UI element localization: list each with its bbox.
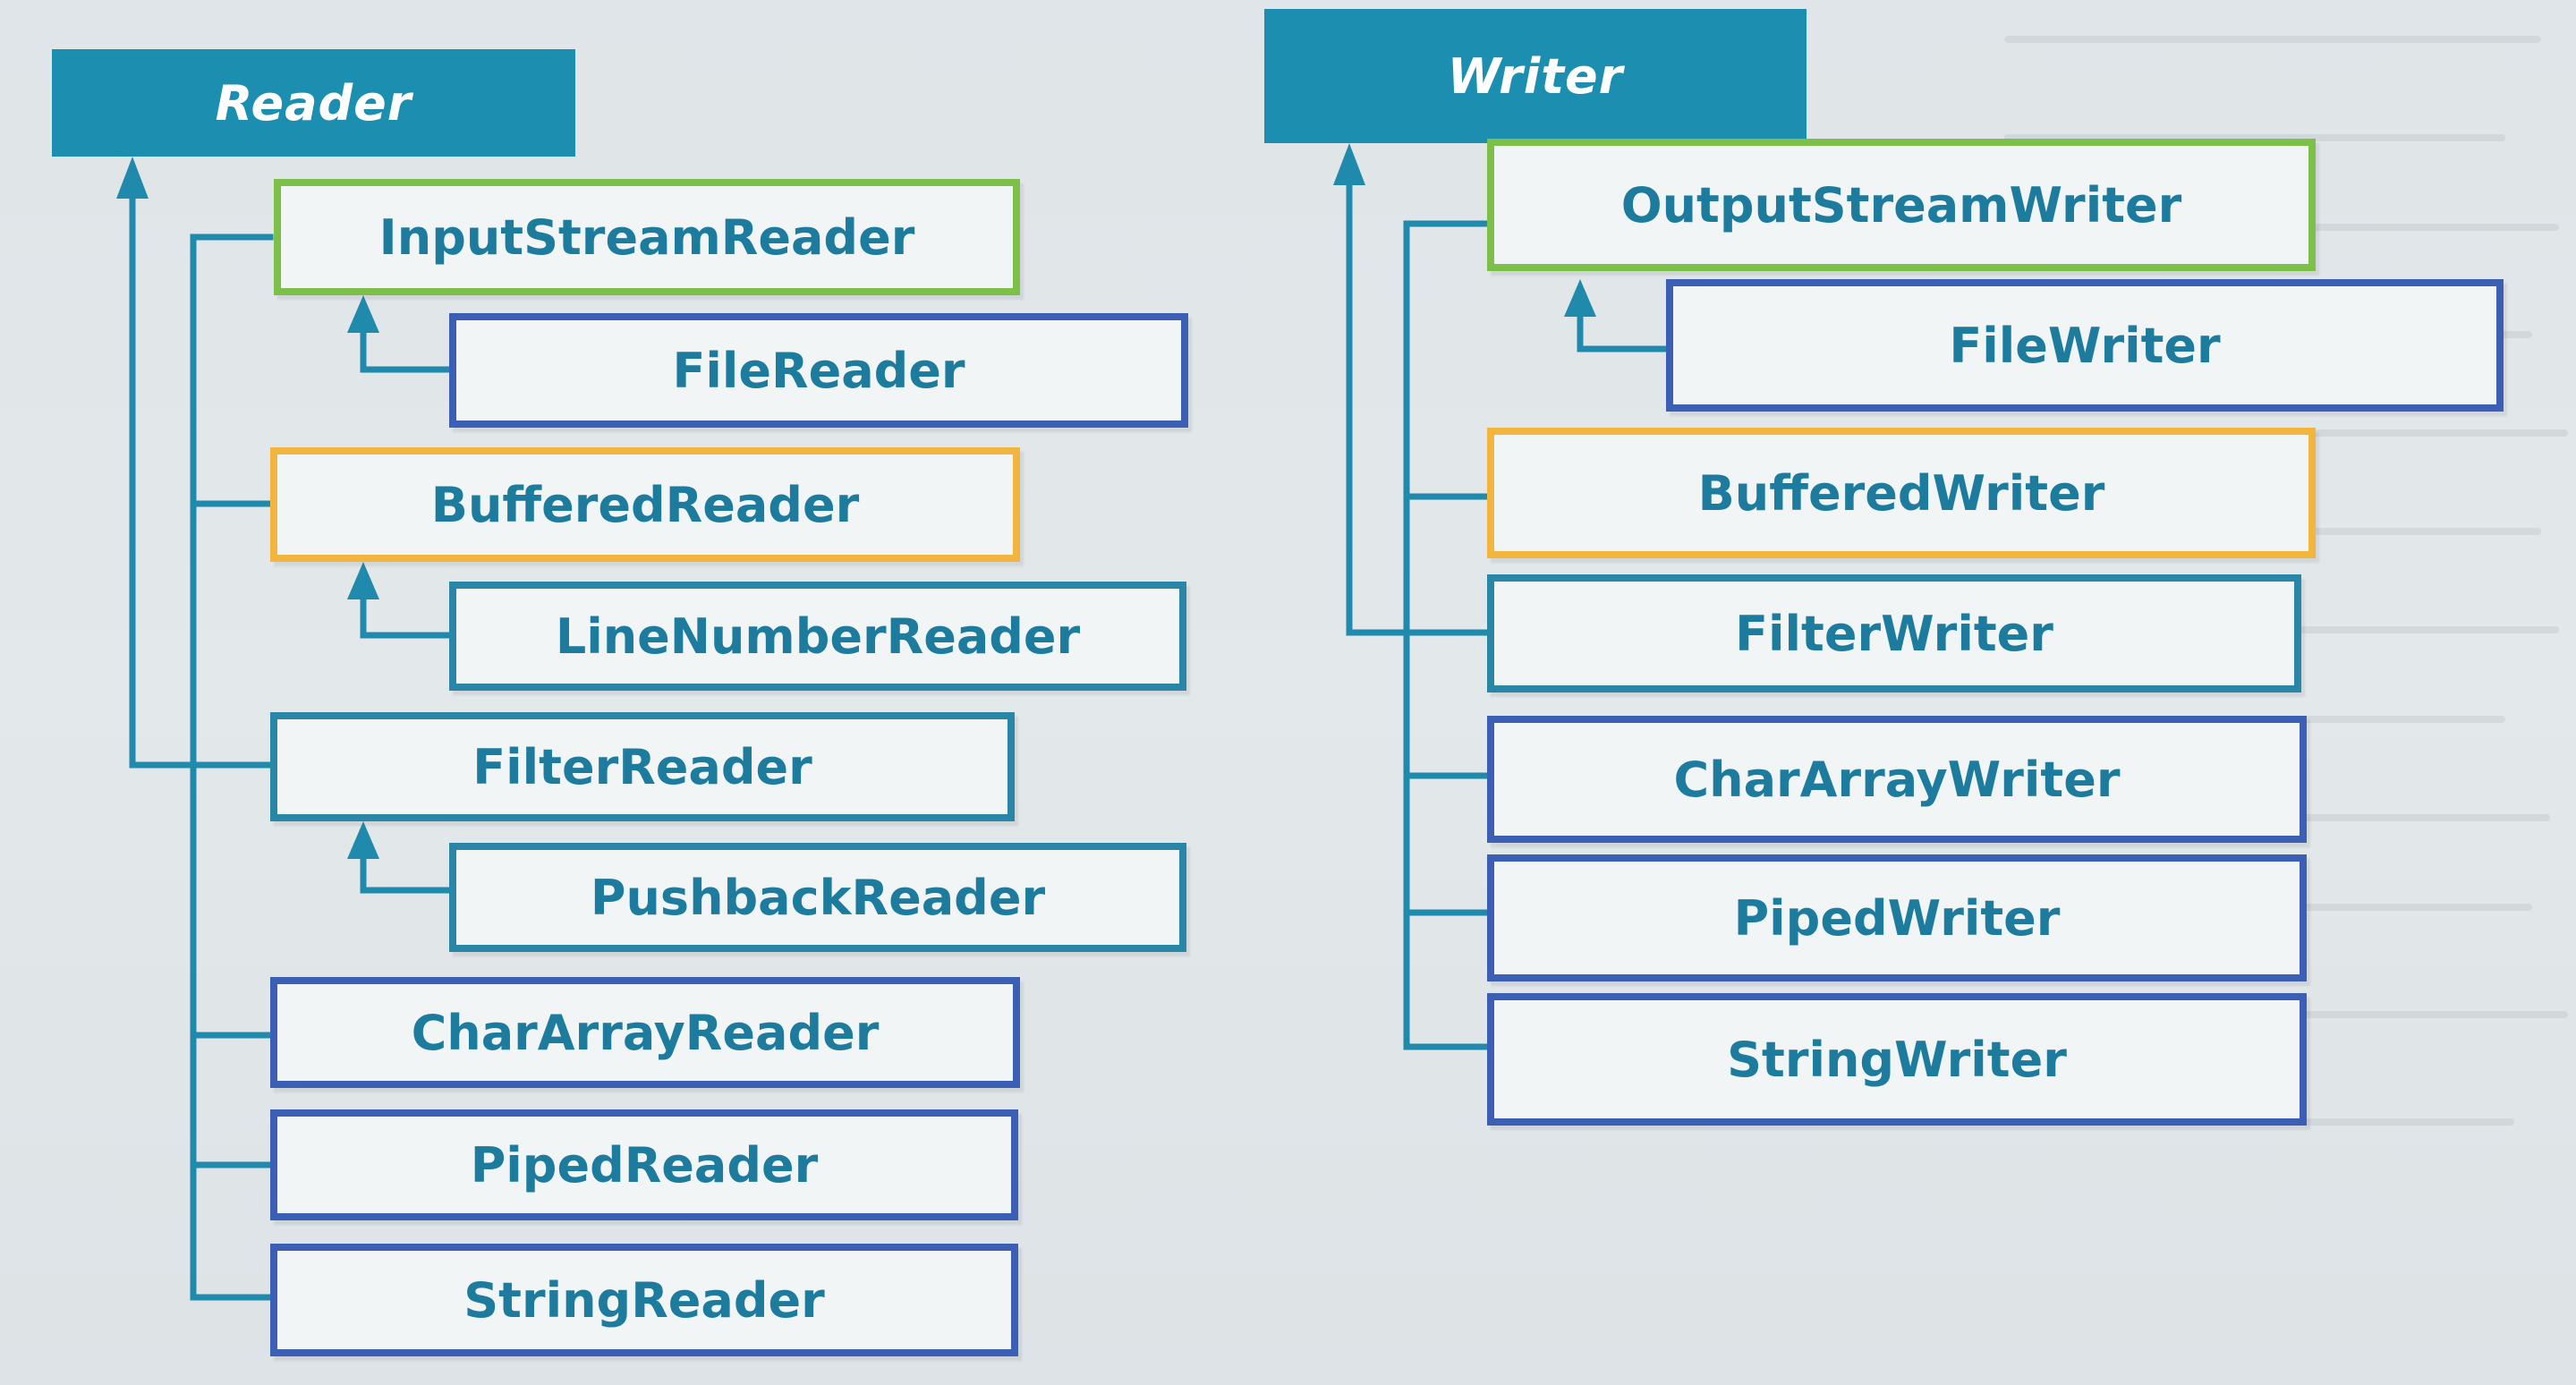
char-array-reader-label: CharArrayReader bbox=[411, 1004, 880, 1061]
filter-reader-box: FilterReader bbox=[270, 712, 1015, 821]
filter-writer-label: FilterWriter bbox=[1735, 605, 2053, 662]
char-array-writer-box: CharArrayWriter bbox=[1487, 716, 2307, 843]
reader-root-box: Reader bbox=[52, 49, 575, 157]
writer-arrowhead bbox=[1333, 143, 1365, 185]
string-writer-box: StringWriter bbox=[1487, 993, 2307, 1126]
file-writer-arrowhead bbox=[1564, 279, 1596, 317]
output-stream-writer-box: OutputStreamWriter bbox=[1487, 139, 2316, 271]
input-stream-reader-label: InputStreamReader bbox=[378, 208, 915, 266]
char-array-reader-box: CharArrayReader bbox=[270, 977, 1020, 1088]
output-stream-writer-label: OutputStreamWriter bbox=[1620, 176, 2182, 234]
piped-writer-label: PipedWriter bbox=[1733, 889, 2061, 947]
char-array-writer-label: CharArrayWriter bbox=[1673, 751, 2121, 808]
filter-reader-label: FilterReader bbox=[472, 738, 812, 795]
pushback-reader-arrowhead bbox=[347, 821, 379, 859]
pushback-reader-label: PushbackReader bbox=[590, 869, 1046, 926]
reader-root-label: Reader bbox=[215, 74, 412, 132]
line-number-reader-box: LineNumberReader bbox=[449, 582, 1186, 691]
line-number-reader-label: LineNumberReader bbox=[555, 608, 1081, 665]
piped-writer-box: PipedWriter bbox=[1487, 854, 2307, 981]
writer-root-box: Writer bbox=[1264, 9, 1807, 143]
filter-writer-box: FilterWriter bbox=[1487, 574, 2301, 692]
buffered-reader-box: BufferedReader bbox=[270, 447, 1020, 562]
buffered-writer-box: BufferedWriter bbox=[1487, 428, 2316, 558]
file-writer-label: FileWriter bbox=[1949, 317, 2221, 374]
input-stream-reader-box: InputStreamReader bbox=[274, 179, 1020, 295]
string-writer-label: StringWriter bbox=[1727, 1031, 2067, 1088]
pushback-reader-box: PushbackReader bbox=[449, 843, 1186, 952]
piped-reader-box: PipedReader bbox=[270, 1109, 1018, 1220]
file-reader-label: FileReader bbox=[672, 342, 965, 399]
writer-root-label: Writer bbox=[1447, 47, 1624, 105]
buffered-reader-label: BufferedReader bbox=[430, 476, 860, 533]
reader-arrowhead bbox=[116, 157, 149, 199]
piped-reader-label: PipedReader bbox=[470, 1136, 819, 1194]
line-number-reader-arrowhead bbox=[347, 562, 379, 599]
string-reader-box: StringReader bbox=[270, 1244, 1018, 1356]
buffered-writer-label: BufferedWriter bbox=[1697, 464, 2105, 522]
file-reader-box: FileReader bbox=[449, 313, 1188, 428]
file-reader-arrowhead bbox=[347, 295, 379, 333]
file-writer-box: FileWriter bbox=[1666, 279, 2504, 412]
string-reader-label: StringReader bbox=[463, 1271, 825, 1329]
